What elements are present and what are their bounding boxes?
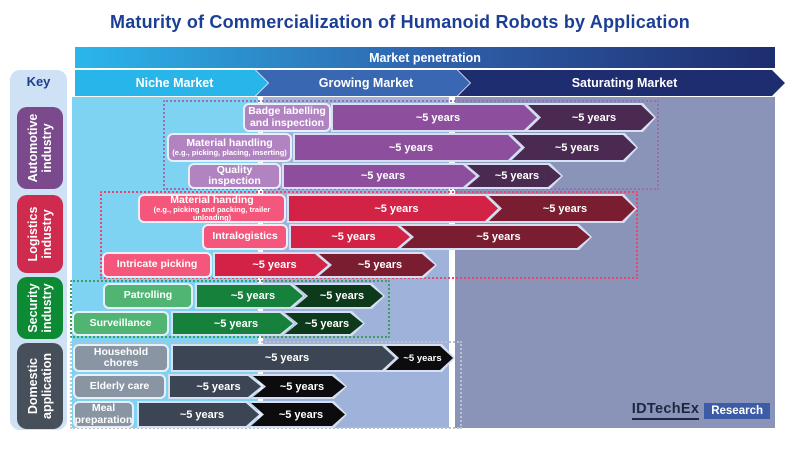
key-label: Key [26, 74, 51, 89]
idtechex-research-badge: Research [704, 402, 770, 419]
intralogistics-phase2-label: ~5 years [476, 231, 521, 243]
intricate-picking-text: Intricate picking [116, 258, 198, 271]
surveillance-phase2-arrow: ~5 years [283, 311, 365, 336]
patrolling-phase1-arrow: ~5 years [195, 283, 305, 309]
elderly-care-phase1-label: ~5 years [196, 380, 241, 393]
quality-inspection-text: Quality inspection [208, 163, 261, 187]
phase-label-niche: Niche Market [135, 76, 214, 90]
idtechex-logo: IDTechEx Research [631, 401, 770, 420]
material-handing-subtext: (e.g., picking and packing, trailer unlo… [153, 205, 271, 223]
elderly-care-phase1-arrow: ~5 years [168, 374, 263, 399]
patrolling-text: Patrolling [123, 289, 173, 302]
badge-labelling-phase2-arrow: ~5 years [526, 103, 656, 132]
elderly-care-phase2-arrow: ~5 years [251, 374, 347, 399]
patrolling-phase2-label: ~5 years [319, 290, 365, 302]
row-label-elderly-care: Elderly care [73, 374, 166, 399]
quality-inspection-phase1-label: ~5 years [360, 170, 406, 182]
row-label-intricate-picking: Intricate picking [102, 252, 212, 278]
material-handling-subtext: (e.g., picking, placing, inserting) [172, 148, 287, 158]
household-chores-phase2-arrow: ~5 years [384, 344, 455, 372]
group-security-line2: industry [40, 283, 54, 333]
elderly-care-phase2-label: ~5 years [279, 380, 325, 393]
household-chores-phase2-label: ~5 years [403, 352, 442, 364]
row-label-patrolling: Patrolling [103, 283, 193, 309]
row-label-badge-labelling: Badge labelling and inspection [243, 103, 331, 132]
patrolling-phase1-label: ~5 years [230, 290, 276, 302]
intralogistics-phase1-arrow: ~5 years [289, 224, 412, 250]
group-automotive-line2: industry [40, 123, 54, 173]
row-label-material-handling: Material handling (e.g., picking, placin… [167, 133, 292, 162]
material-handling-phase1-label: ~5 years [388, 141, 434, 154]
meal-preparation-phase1-label: ~5 years [179, 408, 225, 421]
group-logistics-line1: Logistics [26, 206, 40, 262]
group-automotive-line1: Automotive [26, 113, 40, 183]
intricate-picking-phase1-arrow: ~5 years [213, 252, 330, 278]
row-label-household-chores: Household chores [73, 344, 169, 372]
meal-preparation-text: Meal preparation [74, 402, 133, 426]
intricate-picking-phase2-arrow: ~5 years [317, 252, 437, 278]
meal-preparation-phase2-label: ~5 years [278, 408, 324, 421]
group-domestic-line2: application [40, 353, 54, 419]
intricate-picking-phase1-label: ~5 years [252, 259, 297, 271]
patrolling-phase2-arrow: ~5 years [293, 283, 385, 309]
row-label-meal-preparation: Meal preparation [73, 401, 134, 428]
material-handing-phase2-label: ~5 years [542, 202, 588, 215]
material-handling-text: Material handling [186, 136, 273, 149]
material-handing-phase1-label: ~5 years [374, 202, 419, 215]
phase-arrow-saturating: Saturating Market [458, 70, 785, 96]
household-chores-phase1-arrow: ~5 years [171, 344, 397, 372]
phase-arrow-growing: Growing Market [256, 70, 470, 96]
elderly-care-text: Elderly care [89, 379, 150, 392]
phase-arrow-niche: Niche Market [75, 70, 268, 96]
quality-inspection-phase2-label: ~5 years [494, 170, 540, 182]
quality-inspection-phase2-arrow: ~5 years [465, 163, 563, 189]
surveillance-phase2-label: ~5 years [304, 317, 350, 330]
household-chores-text: Household chores [93, 345, 149, 369]
intricate-picking-phase2-label: ~5 years [357, 259, 403, 271]
surveillance-phase1-arrow: ~5 years [171, 311, 295, 336]
group-security-line1: Security [26, 283, 40, 333]
surveillance-phase1-label: ~5 years [213, 317, 259, 330]
row-label-intralogistics: Intralogistics [202, 224, 288, 250]
intralogistics-text: Intralogistics [212, 230, 278, 243]
page-title: Maturity of Commercialization of Humanoi… [110, 12, 690, 32]
idtechex-brand-text: IDTechEx [631, 401, 700, 420]
quality-inspection-phase1-arrow: ~5 years [282, 163, 478, 189]
material-handing-phase2-arrow: ~5 years [487, 194, 637, 223]
badge-labelling-phase1-label: ~5 years [415, 111, 461, 124]
phase-label-saturating: Saturating Market [571, 76, 678, 90]
material-handing-phase1-arrow: ~5 years [287, 194, 500, 223]
phase-label-growing: Growing Market [318, 76, 414, 90]
material-handling-phase2-arrow: ~5 years [510, 133, 638, 162]
row-label-surveillance: Surveillance [72, 311, 169, 336]
household-chores-phase1-label: ~5 years [264, 352, 310, 364]
group-domestic-line1: Domestic [26, 357, 40, 415]
material-handling-phase2-label: ~5 years [554, 141, 600, 154]
badge-labelling-text: Badge labelling and inspection [248, 105, 326, 129]
intralogistics-phase2-arrow: ~5 years [399, 224, 592, 250]
badge-labelling-phase2-label: ~5 years [571, 111, 617, 124]
intralogistics-phase1-label: ~5 years [331, 231, 376, 243]
market-penetration-label: Market penetration [369, 50, 481, 65]
meal-preparation-phase2-arrow: ~5 years [249, 401, 347, 428]
badge-labelling-phase1-arrow: ~5 years [331, 103, 539, 132]
row-label-quality-inspection: Quality inspection [188, 163, 281, 189]
market-penetration-bar: Market penetration [75, 47, 775, 68]
row-label-material-handing: Material handing (e.g., picking and pack… [138, 194, 286, 223]
material-handing-text: Material handing [170, 193, 254, 206]
meal-preparation-phase1-arrow: ~5 years [137, 401, 261, 428]
group-logistics-line2: industry [40, 209, 54, 259]
material-handling-phase1-arrow: ~5 years [293, 133, 523, 162]
surveillance-text: Surveillance [89, 316, 152, 329]
